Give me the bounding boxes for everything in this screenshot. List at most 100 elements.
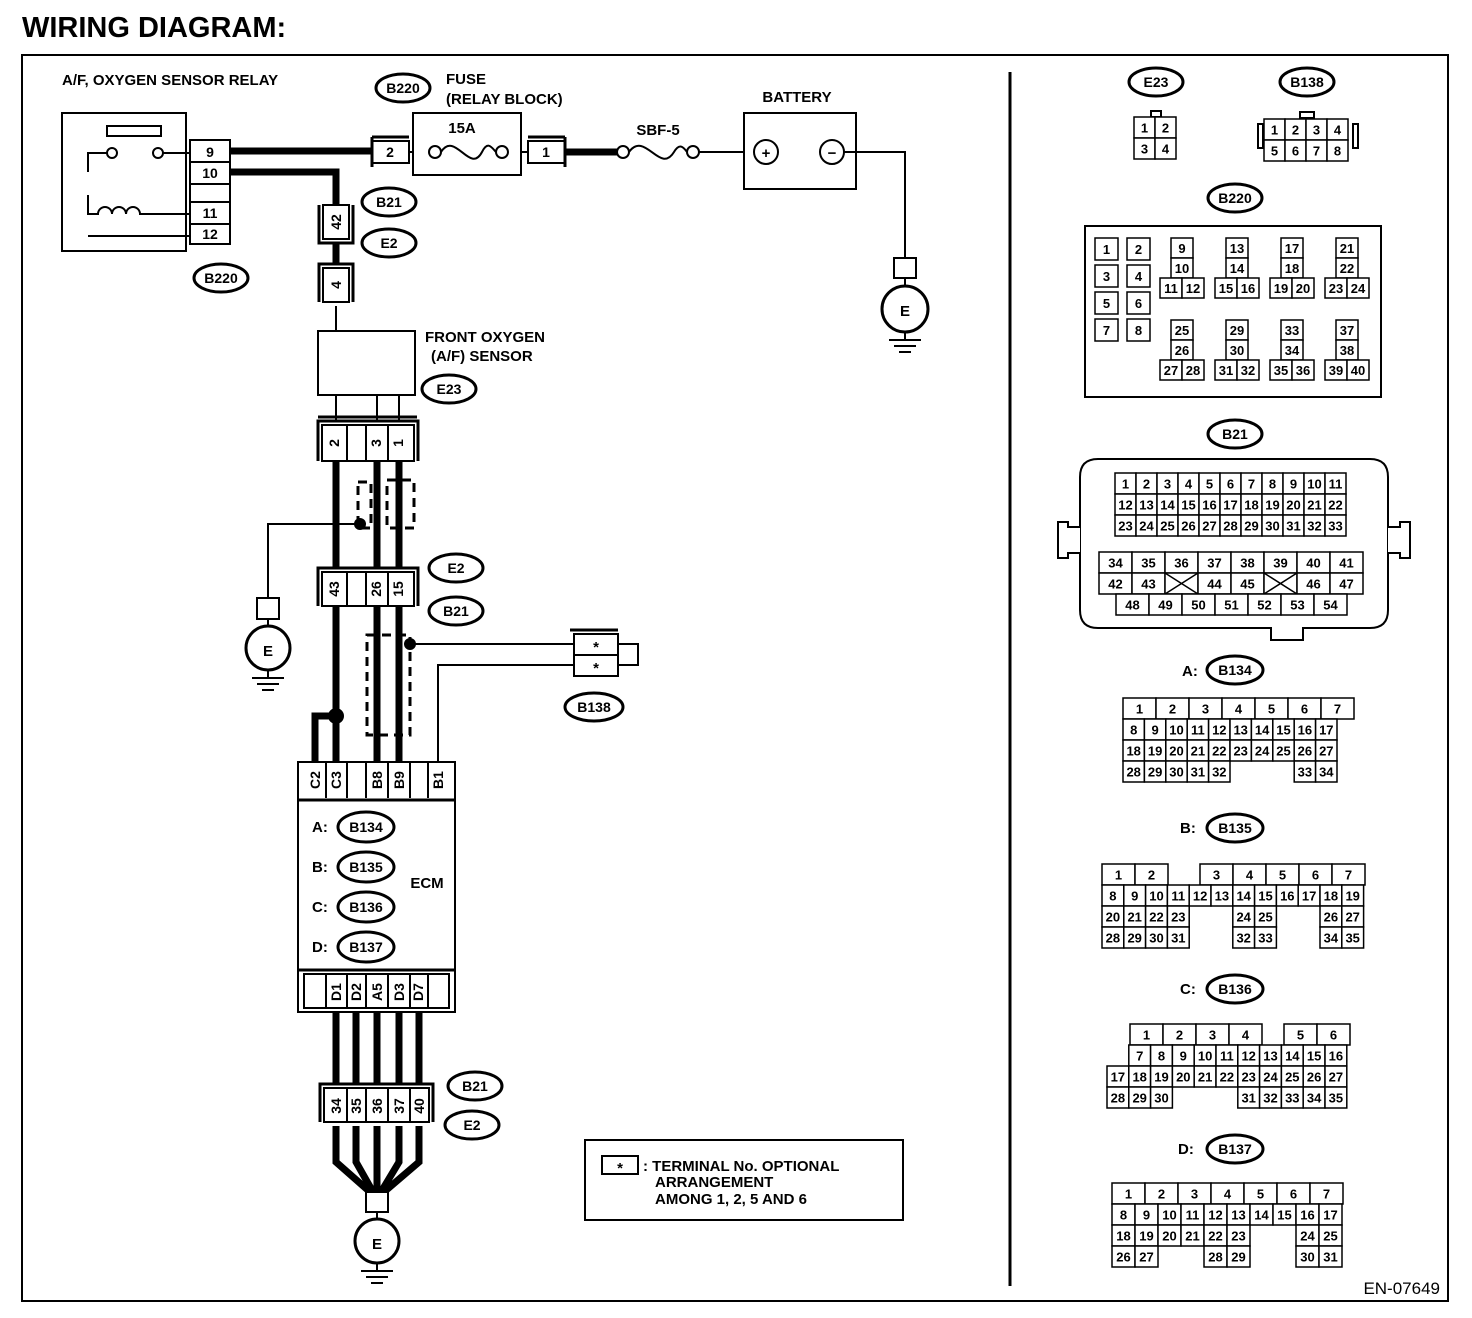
ecm-connector-prefix: C: — [312, 899, 328, 916]
pin-number: 48 — [1125, 598, 1139, 613]
pin-cell — [1134, 1245, 1159, 1268]
pin-number: 23 — [1231, 1229, 1245, 1244]
ecm-top-pin: B8 — [369, 771, 385, 789]
relay-connector — [189, 139, 231, 245]
pin-number: 29 — [1148, 765, 1162, 780]
pin-number: 32 — [1212, 765, 1226, 780]
pin-number: 11 — [1171, 889, 1185, 904]
pin-cell — [1126, 318, 1151, 342]
pin-number: 30 — [1300, 1250, 1314, 1265]
pin-number: 20 — [1176, 1070, 1190, 1085]
ecm-top-pin: C3 — [328, 771, 344, 789]
pin-cell — [1094, 318, 1119, 342]
sbf-fusible-link-icon — [628, 144, 688, 160]
pin-number: 21 — [1340, 241, 1354, 256]
pin-number: 22 — [1328, 498, 1342, 513]
pin-number: 35 — [1329, 1091, 1343, 1106]
pin-cell — [1341, 926, 1365, 949]
e2-upper-connector — [322, 267, 350, 303]
pin-cell — [1314, 760, 1338, 783]
pin-number: 33 — [1285, 323, 1299, 338]
pin-number: 24 — [1300, 1229, 1315, 1244]
front-oxygen-sensor — [317, 330, 416, 396]
connector-tag-text: B135 — [349, 859, 383, 875]
connector-tag-text: B138 — [1290, 74, 1324, 90]
pin-number: 9 — [1131, 889, 1138, 904]
pin-number: 30 — [1169, 765, 1183, 780]
pin-number: 15 — [1181, 498, 1195, 513]
relay-pin: 10 — [202, 165, 218, 181]
pin-number: 8 — [1109, 889, 1116, 904]
pin-number: 14 — [1285, 1049, 1300, 1064]
pin-number: 40 — [1351, 363, 1365, 378]
pin-cell — [1346, 359, 1370, 381]
battery-body — [743, 112, 857, 190]
pin-number: 8 — [1130, 723, 1137, 738]
note-text: ARRANGEMENT — [655, 1174, 773, 1191]
pin-number: 23 — [1118, 519, 1132, 534]
page-title: WIRING DIAGRAM: — [22, 12, 286, 44]
ecm-bottom-pin: D7 — [410, 983, 426, 1001]
pin-number: 2 — [1292, 123, 1299, 138]
ecm-bottom-pin: D2 — [348, 983, 364, 1001]
pin-number: 30 — [1154, 1091, 1168, 1106]
pin-number: 13 — [1139, 498, 1153, 513]
pin-number: 23 — [1171, 910, 1185, 925]
pin-number: 4 — [1185, 477, 1193, 492]
pin-number: 4 — [1334, 123, 1342, 138]
connector-tag-b21-view — [1206, 418, 1264, 450]
pin-number: 12 — [1241, 1049, 1255, 1064]
connector-tag-b220-relay — [192, 262, 250, 294]
pin-number: 22 — [1212, 744, 1226, 759]
ecm-connector-prefix: B: — [312, 859, 328, 876]
pin-number: 26 — [1181, 519, 1195, 534]
pin-number: 51 — [1224, 598, 1238, 613]
pin-cell — [1094, 264, 1119, 288]
ground-terminal — [893, 257, 917, 279]
b21-upper-connector — [322, 204, 350, 240]
ecm-bottom-pins: D1 D2 A5 D3 D7 — [303, 973, 450, 1009]
pin-number: 14 — [1255, 723, 1270, 738]
pin-number: 49 — [1158, 598, 1172, 613]
pin-number: 27 — [1139, 1250, 1153, 1265]
pin-number: 47 — [1339, 577, 1353, 592]
pin-number: 12 — [1193, 889, 1207, 904]
connector-tag-e23-view — [1127, 66, 1185, 98]
connector-tag-text: B136 — [349, 899, 383, 915]
connector-tag-text: B21 — [462, 1078, 488, 1094]
connector-tag-b136 — [336, 890, 396, 924]
pin-number: 32 — [1263, 1091, 1277, 1106]
fuse-icon — [440, 144, 497, 160]
pin-number: 37 — [1340, 323, 1354, 338]
sbf-label: SBF-5 — [636, 122, 679, 139]
e23-view-latch — [1150, 110, 1162, 118]
pin-number: 2 — [1148, 868, 1155, 883]
pin-number: 6 — [1227, 477, 1234, 492]
pin-number: 2 — [1143, 477, 1150, 492]
pin-number: 13 — [1233, 723, 1247, 738]
pin-number: 41 — [1339, 556, 1353, 571]
pin-number: 22 — [1340, 261, 1354, 276]
pin-number: 7 — [1136, 1049, 1143, 1064]
pin-number: 28 — [1186, 363, 1200, 378]
note-text: AMONG 1, 2, 5 AND 6 — [655, 1191, 807, 1208]
pin-number: 12 — [1208, 1208, 1222, 1223]
pin-cell — [1236, 277, 1260, 299]
pin-number: 14 — [1236, 889, 1251, 904]
pin-cell — [1226, 1245, 1251, 1268]
battery-plus-terminal — [753, 139, 779, 165]
pin-number: 27 — [1202, 519, 1216, 534]
pin-number: 4 — [1242, 1028, 1250, 1043]
pin-number: 25 — [1285, 1070, 1299, 1085]
pin-number: 23 — [1241, 1070, 1255, 1085]
pin-number: 10 — [1307, 477, 1321, 492]
ground-symbol-icon — [361, 1263, 393, 1284]
pin-number: 8 — [1135, 323, 1142, 338]
pin-cell — [1326, 139, 1349, 162]
pin-number: 31 — [1286, 519, 1300, 534]
shield-lower — [365, 633, 412, 737]
pin-number: 15 — [1307, 1049, 1321, 1064]
pin-number: 11 — [1186, 1208, 1200, 1223]
